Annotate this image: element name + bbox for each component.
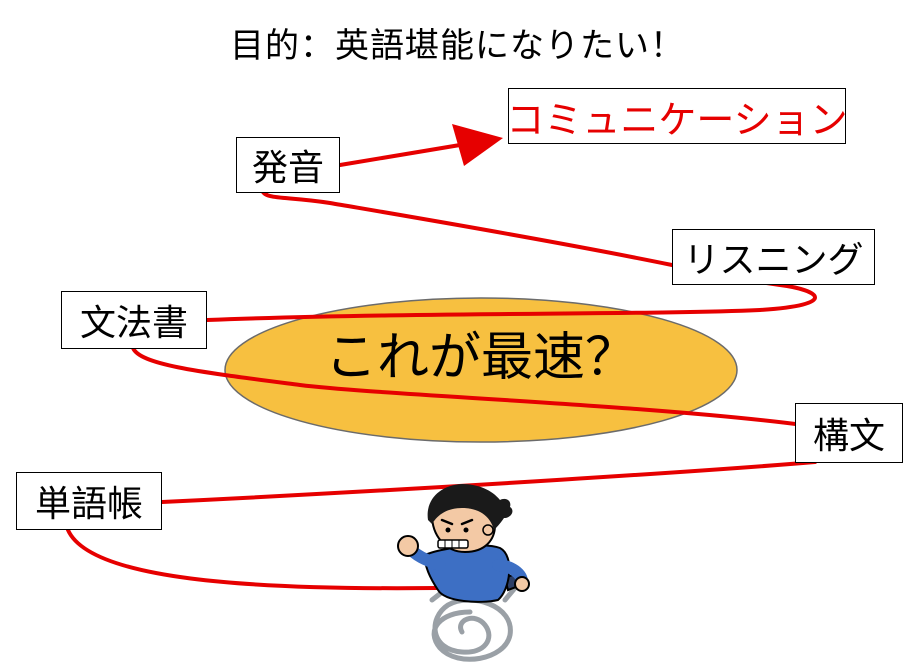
step-box-vocab: 単語帳 [16,472,162,530]
progress-path [66,143,817,591]
goal-label: コミュニケーション [506,97,848,142]
step-label-grammar: 文法書 [79,303,188,344]
step-box-grammar: 文法書 [61,291,207,349]
step-label-listening: リスニング [683,240,864,281]
step-label-pronunciation: 発音 [251,148,324,189]
goal-box-communication: コミュニケーション [506,88,848,144]
step-label-vocab: 単語帳 [34,484,143,525]
step-box-listening: リスニング [672,229,875,285]
step-box-pronunciation: 発音 [236,137,340,193]
arrow-head [452,124,503,166]
center-label: これが最速？ [324,328,637,388]
page-title: 目的：英語堪能になりたい！ [230,26,685,66]
running-boy-icon [397,484,530,603]
step-box-syntax: 構文 [795,403,903,463]
step-label-syntax: 構文 [812,416,885,457]
